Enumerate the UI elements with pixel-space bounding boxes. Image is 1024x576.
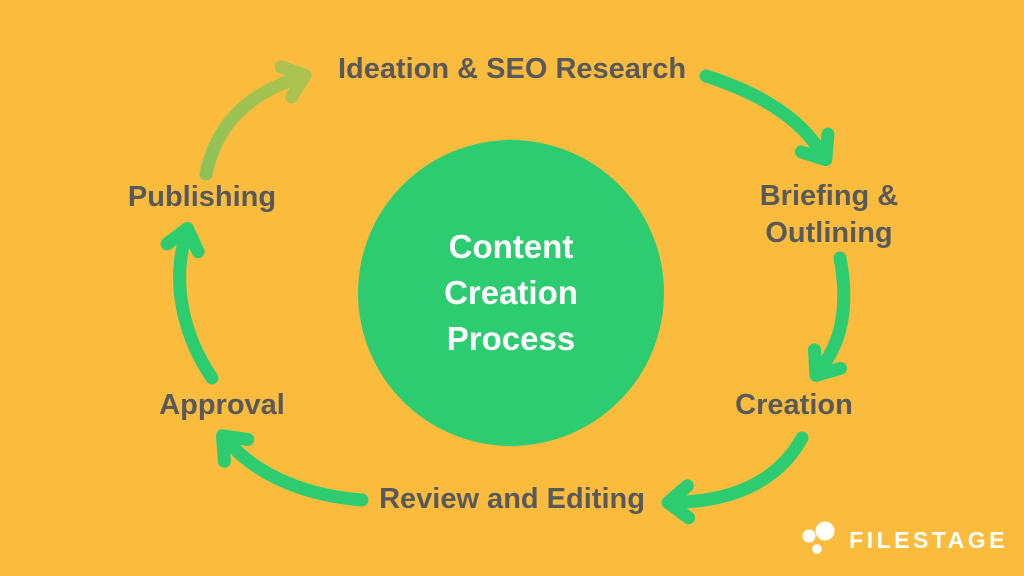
filestage-logo: FILESTAGE [799,518,1008,562]
arrow-creation-to-review [661,431,809,525]
step-label-publishing: Publishing [127,181,277,213]
center-title-line-2: Creation [444,274,578,311]
arrow-briefing-to-creation [807,251,851,382]
center-title-line-3: Process [446,320,576,357]
arrow-publishing-to-ideation [199,60,312,181]
center-title-line-1: Content [448,228,574,265]
step-label-creation: Creation [735,389,853,421]
filestage-logo-mark-icon [802,521,835,554]
step-label-review-and-editing: Review and Editing [379,483,645,515]
center-circle: Content Creation Process [358,140,664,446]
step-label-briefing-outlining: Briefing & Outlining [759,180,899,249]
arrow-review-to-approval [215,429,369,507]
step-label-approval: Approval [159,389,285,421]
step-label-ideation-seo-research: Ideation & SEO Research [337,53,687,85]
filestage-logo-text: FILESTAGE [849,526,1008,553]
arrow-approval-to-publishing [160,221,219,385]
arrow-ideation-to-briefing [699,69,835,167]
